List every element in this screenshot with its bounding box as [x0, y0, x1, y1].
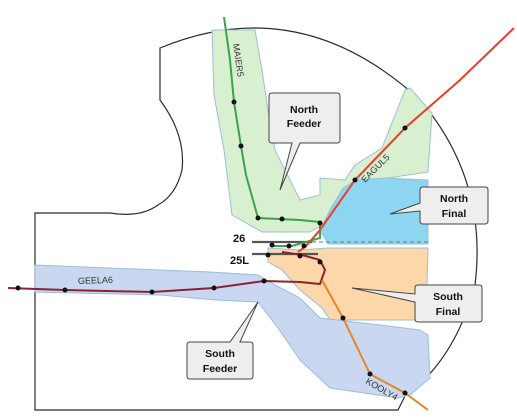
callout-south-final-line2: Final	[436, 306, 461, 318]
north-final-zone	[319, 177, 429, 245]
waypoint	[255, 215, 261, 221]
waypoint	[367, 371, 373, 377]
callout-south-feeder-line1: South	[205, 348, 235, 360]
south-final-zone	[267, 247, 429, 321]
callout-north-final-line1: North	[440, 193, 468, 205]
waypoint	[279, 216, 285, 222]
callout-north-final: North Final	[389, 186, 489, 225]
callout-north-final-line2: Final	[442, 208, 467, 220]
callout-south-final: South Final	[351, 284, 483, 323]
waypoint	[297, 253, 303, 259]
waypoint	[149, 289, 155, 295]
callout-north-feeder: North Feeder	[268, 92, 341, 191]
waypoint	[231, 99, 237, 105]
callout-south-feeder: South Feeder	[186, 301, 259, 380]
waypoint	[317, 220, 323, 226]
waypoints	[15, 99, 408, 396]
route-geela-label: GEELA6	[78, 275, 113, 286]
waypoint	[317, 259, 323, 265]
callout-north-feeder-line2: Feeder	[287, 118, 321, 130]
route-maiers-label: MAIER5	[231, 43, 246, 78]
callout-north-feeder-line1: North	[290, 104, 318, 116]
waypoint	[269, 242, 275, 248]
waypoint	[261, 278, 267, 284]
north-feeder-zone	[211, 29, 433, 233]
runway-26-label: 26	[233, 233, 245, 245]
waypoint	[352, 177, 358, 183]
callout-south-final-line1: South	[433, 291, 463, 303]
route-geela-line	[7, 251, 327, 294]
callout-south-feeder-line2: Feeder	[203, 363, 237, 375]
waypoint	[402, 390, 408, 396]
waypoint	[402, 125, 408, 131]
waypoint	[211, 285, 217, 291]
south-feeder-zone	[34, 264, 431, 399]
waypoint	[238, 143, 244, 149]
waypoint	[265, 252, 271, 258]
waypoint	[301, 243, 307, 249]
runway-25l-label: 25L	[230, 255, 249, 267]
waypoint	[62, 287, 68, 293]
waypoint	[286, 243, 292, 249]
waypoint	[340, 315, 346, 321]
waypoint	[15, 285, 21, 291]
